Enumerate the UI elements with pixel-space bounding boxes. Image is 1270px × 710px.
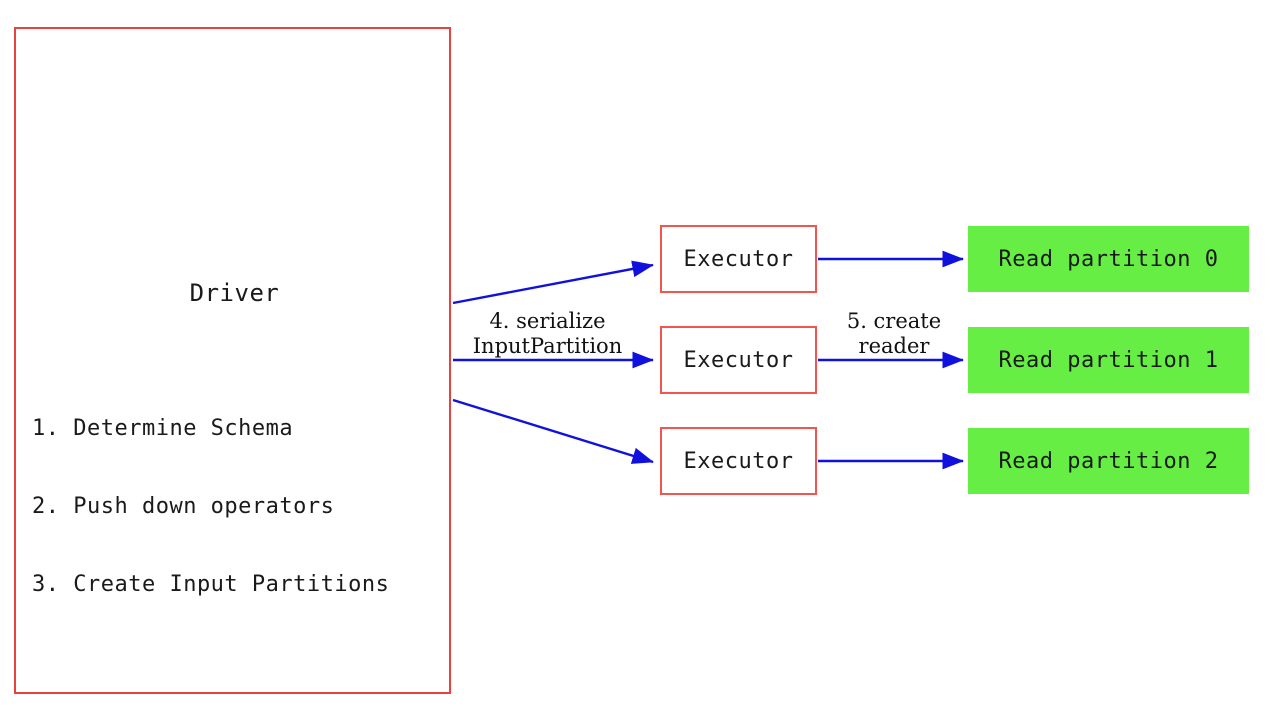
arrow-driver-to-executor-1: [452, 260, 654, 305]
partition-box-1: Read partition 1: [968, 327, 1249, 393]
driver-title: Driver: [189, 279, 280, 307]
executor-box-2: Executor: [660, 326, 817, 394]
partition-box-0: Read partition 0: [968, 226, 1249, 292]
driver-box: Driver 1. Determine Schema 2. Push down …: [14, 27, 451, 694]
arrow-driver-to-executor-3: [452, 398, 654, 464]
edge-label-serialize-line2: InputPartition: [472, 334, 623, 358]
edge-label-create-reader-line1: 5. create: [846, 309, 942, 333]
executor-box-1: Executor: [660, 225, 817, 293]
edge-label-create-reader: 5. create reader: [826, 309, 962, 359]
executor-box-3: Executor: [660, 427, 817, 495]
driver-step-1: 1. Determine Schema: [32, 416, 294, 441]
partition-box-2: Read partition 2: [968, 428, 1249, 494]
edge-label-serialize-line1: 4. serialize: [489, 309, 606, 333]
driver-step-2: 2. Push down operators: [32, 494, 335, 519]
partition-label-1: Read partition 1: [998, 347, 1219, 373]
driver-step-3: 3. Create Input Partitions: [32, 572, 390, 597]
partition-label-0: Read partition 0: [998, 246, 1219, 272]
partition-label-2: Read partition 2: [998, 448, 1219, 474]
executor-label-3: Executor: [683, 448, 794, 474]
driver-steps-list: 1. Determine Schema 2. Push down operato…: [32, 364, 389, 650]
executor-label-1: Executor: [683, 246, 794, 272]
edge-label-serialize: 4. serialize InputPartition: [455, 309, 640, 359]
edge-label-create-reader-line2: reader: [858, 334, 930, 358]
executor-label-2: Executor: [683, 347, 794, 373]
